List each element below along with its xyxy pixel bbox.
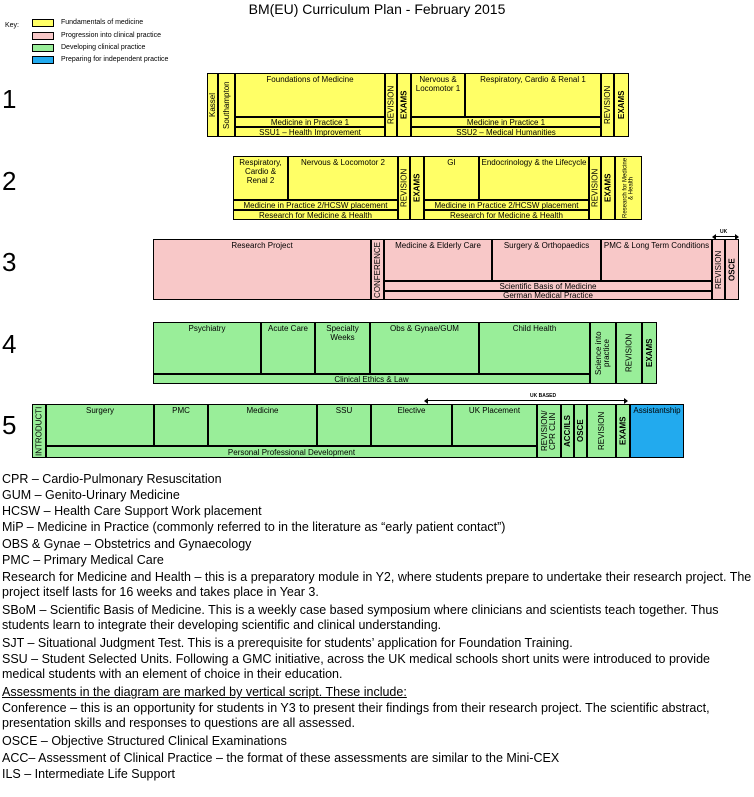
y4-revision: REVISION [616,322,642,384]
y1-southampton-block: Southampton [218,73,235,137]
y2-exams-second: EXAMS [601,156,615,220]
y2-nervous-block: Nervous & Locomotor 2 [288,156,398,200]
y4-specialty-weeks-block: Specialty Weeks [315,322,370,374]
key-text-fundamentals: Fundamentals of medicine [61,19,144,26]
y1-kassel-block: Kassel [207,73,218,137]
glossary-sbom: SBoM – Scientific Basis of Medicine. Thi… [2,603,719,632]
glossary-hcsw: HCSW – Health Care Support Work placemen… [2,504,262,518]
y4-exams: EXAMS [642,322,657,384]
y1-foundations-block: Foundations of Medicine [235,73,385,117]
y4-dashed-divider [314,324,316,372]
y5-uk-based-label: UK BASED [530,393,557,399]
y3-conference-block: CONFERENCE [371,239,384,300]
year-4-label: 4 [2,329,17,359]
y4-science-block: Science into practice [590,322,616,384]
y3-elderly-block: Medicine & Elderly Care [384,239,492,281]
y2-gi-block: GI [424,156,479,200]
y1-mip1-second-block: Medicine in Practice 1 [411,117,601,127]
year-1-label: 1 [2,84,17,114]
y1-revision-second: REVISION [601,73,614,137]
y4-child-health-block: Child Health [479,322,590,374]
y5-exams-block: EXAMS [616,404,630,458]
y5-surgery-block: Surgery [46,404,154,446]
key-label: Key: [5,22,20,29]
y2-revision-second: REVISION [589,156,601,220]
y5-osce-block: OSCE [574,404,587,458]
year-2-label: 2 [2,166,17,196]
y5-ppd-block: Personal Professional Development [46,446,537,458]
y5-assistantship-block: Assistantship [630,404,684,458]
glossary-acc: ACC– Assessment of Clinical Practice – t… [2,751,560,765]
y4-obs-block: Obs & Gynae/GUM [370,322,479,374]
y3-uk-arrow [712,234,739,240]
y5-revision-cpr-block: REVISION/ CPR CLIN [537,404,561,458]
y1-mip1-first-block: Medicine in Practice 1 [235,117,385,127]
glossary-obs: OBS & Gynae – Obstetrics and Gynaecology [2,537,252,551]
page-title: BM(EU) Curriculum Plan - February 2015 [248,1,506,17]
y3-research-project-block: Research Project [153,239,371,300]
y2-mip2-first-block: Medicine in Practice 2/HCSW placement [233,200,398,210]
key-swatch-fundamentals [32,19,54,27]
key-text-progression: Progression into clinical practice [61,32,161,39]
y3-pmc-block: PMC & Long Term Conditions [601,239,712,281]
y4-ethics-block: Clinical Ethics & Law [153,374,590,384]
y2-exams-first: EXAMS [410,156,424,220]
y3-german-block: German Medical Practice [384,291,712,300]
y3-sbom-block: Scientific Basis of Medicine [384,281,712,291]
glossary-cpr: CPR – Cardio-Pulmonary Resuscitation [2,472,222,486]
assessments-heading: Assessments in the diagram are marked by… [2,685,407,699]
y2-rmh-second-block: Research for Medicine & Health [424,210,589,220]
year-3-label: 3 [2,247,17,277]
year-5-label: 5 [2,410,17,440]
y2-resp-block: Respiratory, Cardio & Renal 2 [233,156,288,200]
y5-ssu-block: SSU [317,404,371,446]
y1-nervous-block: Nervous & Locomotor 1 [411,73,465,117]
y5-uk-based-arrow [424,398,628,404]
y2-endo-block: Endocrinology & the Lifecycle [479,156,589,200]
y1-resp-block: Respiratory, Cardio & Renal 1 [465,73,601,117]
y5-medicine-block: Medicine [208,404,317,446]
y3-revision: REVISION [712,239,725,300]
glossary-pmc: PMC – Primary Medical Care [2,553,164,567]
y1-exams-first: EXAMS [397,73,411,137]
glossary-mip: MiP – Medicine in Practice (commonly ref… [2,520,506,534]
y1-ssu2-block: SSU2 – Medical Humanities [411,127,601,137]
glossary-osce: OSCE – Objective Structured Clinical Exa… [2,734,287,748]
y5-uk-placement-block: UK Placement [452,404,537,446]
y1-revision-first: REVISION [385,73,397,137]
y2-mip2-second-block: Medicine in Practice 2/HCSW placement [424,200,589,210]
glossary-gum: GUM – Genito-Urinary Medicine [2,488,180,502]
y5-pmc-block: PMC [154,404,208,446]
y3-surgery-block: Surgery & Orthopaedics [492,239,601,281]
glossary-conference: Conference – this is an opportunity for … [2,701,710,730]
y2-rmh-first-block: Research for Medicine & Health [233,210,398,220]
y1-ssu1-block: SSU1 – Health Improvement [235,127,385,137]
key-swatch-preparing [32,56,54,64]
key-text-preparing: Preparing for independent practice [61,56,169,63]
y5-intro-block: INTRODUCTI [32,404,46,458]
key-swatch-developing [32,44,54,52]
y3-uk-label: UK [720,229,728,235]
y5-elective-block: Elective [371,404,452,446]
y5-acc-ils-block: ACC/ILS [561,404,574,458]
y4-acute-care-block: Acute Care [261,322,315,374]
key-text-developing: Developing clinical practice [61,44,146,51]
y3-osce: OSCE [725,239,739,300]
glossary-ils: ILS – Intermediate Life Support [2,767,176,781]
y5-revision-block: REVISION [587,404,616,458]
key-swatch-progression [32,32,54,40]
y1-exams-second: EXAMS [614,73,629,137]
glossary-rmh: Research for Medicine and Health – this … [2,570,752,599]
glossary-ssu: SSU – Student Selected Units. Following … [2,652,710,681]
y2-revision-first: REVISION [398,156,410,220]
glossary-sjt: SJT – Situational Judgment Test. This is… [2,636,573,650]
y2-research-block: Research for Medicine & Health [615,156,642,220]
y4-psychiatry-block: Psychiatry [153,322,261,374]
